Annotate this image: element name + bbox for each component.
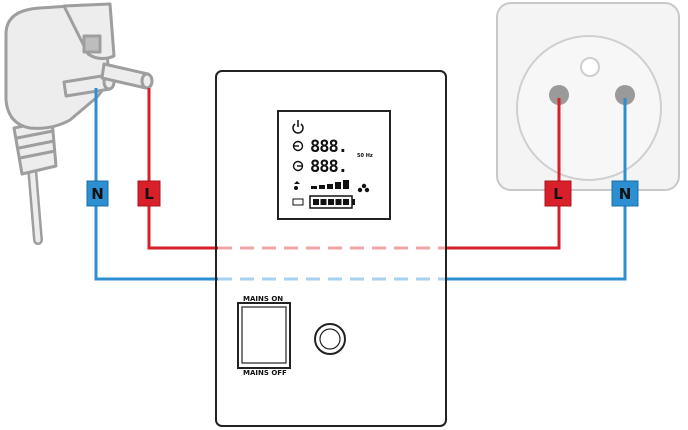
signal-icon — [294, 180, 349, 190]
neutral-wire-right — [445, 98, 627, 281]
tag-socket-live-text: L — [553, 185, 563, 203]
switch-rocker[interactable] — [241, 306, 287, 364]
output-voltage-readout: 888. — [310, 157, 347, 177]
output-icon — [292, 160, 304, 172]
tag-socket-neutral-text: N — [619, 185, 632, 203]
plug — [4, 2, 154, 245]
battery-icon — [292, 195, 355, 209]
reset-button[interactable] — [314, 323, 346, 355]
socket-hole-neutral — [615, 85, 635, 105]
socket-earth-pin — [580, 57, 600, 77]
lcd-display: 888. 888. 50 Hz — [277, 110, 391, 220]
neutral-wire-left — [94, 88, 218, 281]
mains-on-label: MAINS ON — [243, 295, 283, 303]
mains-off-label: MAINS OFF — [243, 369, 287, 377]
input-voltage-readout: 888. — [310, 137, 347, 157]
tag-plug-neutral-text: N — [91, 185, 104, 203]
tag-socket-live: L — [544, 180, 572, 207]
frequency-label: 50 Hz — [357, 153, 373, 159]
mains-switch[interactable]: MAINS ON MAINS OFF — [237, 295, 291, 377]
voltage-protector-device: 888. 888. 50 Hz — [215, 70, 447, 427]
tag-plug-live: L — [137, 180, 161, 207]
tag-socket-neutral: N — [611, 180, 639, 207]
live-wire-left — [147, 88, 218, 250]
socket-hole-live — [549, 85, 569, 105]
wall-socket — [496, 2, 680, 191]
live-wire-right — [445, 98, 561, 250]
plug-pins — [62, 62, 154, 98]
device-body — [215, 70, 447, 427]
fan-icon — [357, 183, 370, 193]
tag-plug-neutral: N — [86, 180, 109, 207]
tag-plug-live-text: L — [144, 185, 154, 203]
wires — [94, 88, 627, 281]
power-icon — [292, 120, 304, 134]
input-icon — [292, 140, 304, 152]
